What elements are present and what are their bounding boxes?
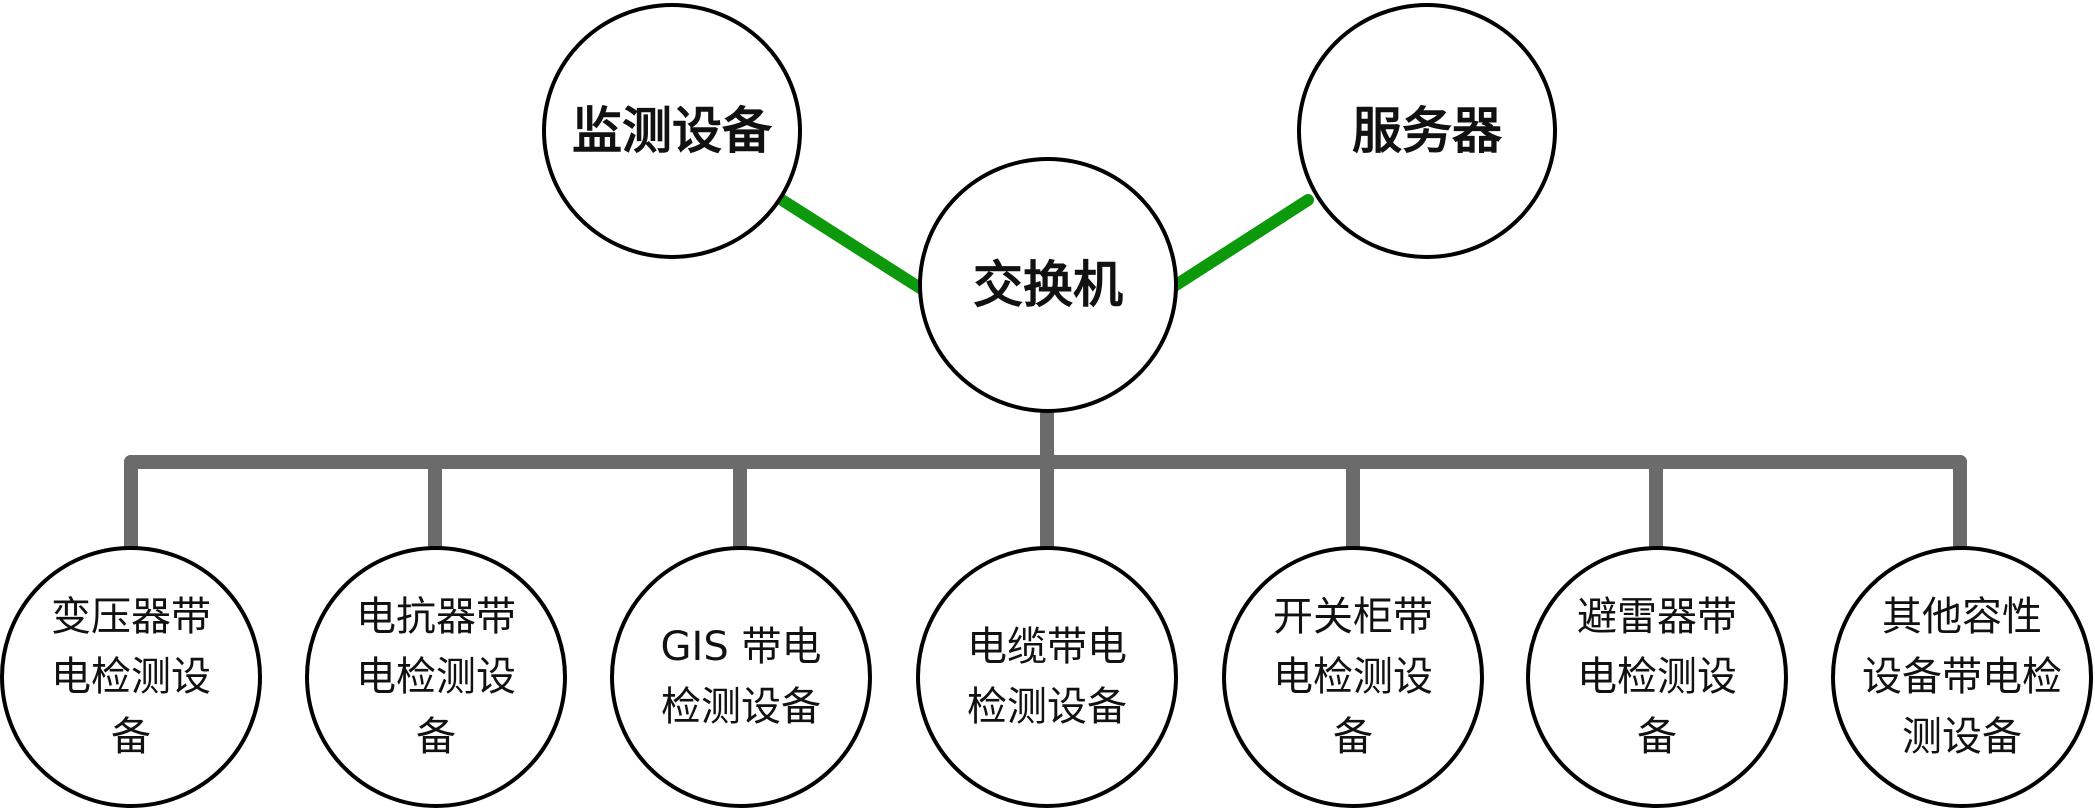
device-label-switchgear: 开关柜带 电检测设 备 <box>1273 587 1433 767</box>
device-node-reactor: 电抗器带 电检测设 备 <box>305 546 567 808</box>
label-line: 变压器带 <box>51 594 211 640</box>
label-line: 开关柜带 <box>1273 594 1433 640</box>
label-line: 备 <box>1333 714 1373 760</box>
label-line: 电检测设 <box>51 654 211 700</box>
device-node-cable: 电缆带电 检测设备 <box>916 546 1178 808</box>
label-line: 电抗器带 <box>356 594 516 640</box>
label-line: 避雷器带 <box>1577 594 1737 640</box>
label-line: 其他容性 <box>1882 594 2042 640</box>
device-node-gis: GIS 带电 检测设备 <box>610 546 872 808</box>
device-node-arrester: 避雷器带 电检测设 备 <box>1526 546 1788 808</box>
label-line: 检测设备 <box>967 684 1127 730</box>
device-node-other-capacitive: 其他容性 设备带电检 测设备 <box>1831 546 2093 808</box>
device-node-transformer: 变压器带 电检测设 备 <box>0 546 262 808</box>
switch-label: 交换机 <box>973 256 1123 314</box>
device-node-switchgear: 开关柜带 电检测设 备 <box>1222 546 1484 808</box>
device-label-gis: GIS 带电 检测设备 <box>661 617 822 737</box>
device-label-reactor: 电抗器带 电检测设 备 <box>356 587 516 767</box>
label-line: 设备带电检 <box>1862 654 2062 700</box>
link-server-switch <box>1170 194 1314 291</box>
label-line: 检测设备 <box>661 684 821 730</box>
label-line: 电缆带电 <box>967 624 1127 670</box>
label-line: GIS 带电 <box>660 624 822 670</box>
label-line: 备 <box>111 714 151 760</box>
label-line: 电检测设 <box>356 654 516 700</box>
device-label-cable: 电缆带电 检测设备 <box>967 617 1127 737</box>
server-node: 服务器 <box>1297 3 1557 259</box>
device-label-other-capacitive: 其他容性 设备带电检 测设备 <box>1862 587 2062 767</box>
label-line: 电检测设 <box>1273 654 1433 700</box>
device-label-transformer: 变压器带 电检测设 备 <box>51 587 211 767</box>
label-line: 电检测设 <box>1577 654 1737 700</box>
switch-node: 交换机 <box>918 157 1178 413</box>
monitor-device-node: 监测设备 <box>542 3 802 259</box>
label-line: 测设备 <box>1902 714 2022 760</box>
server-label: 服务器 <box>1352 102 1502 160</box>
link-monitor-switch <box>776 194 926 294</box>
monitor-device-label: 监测设备 <box>572 102 772 160</box>
label-line: 备 <box>1637 714 1677 760</box>
device-label-arrester: 避雷器带 电检测设 备 <box>1577 587 1737 767</box>
label-line: 备 <box>416 714 456 760</box>
